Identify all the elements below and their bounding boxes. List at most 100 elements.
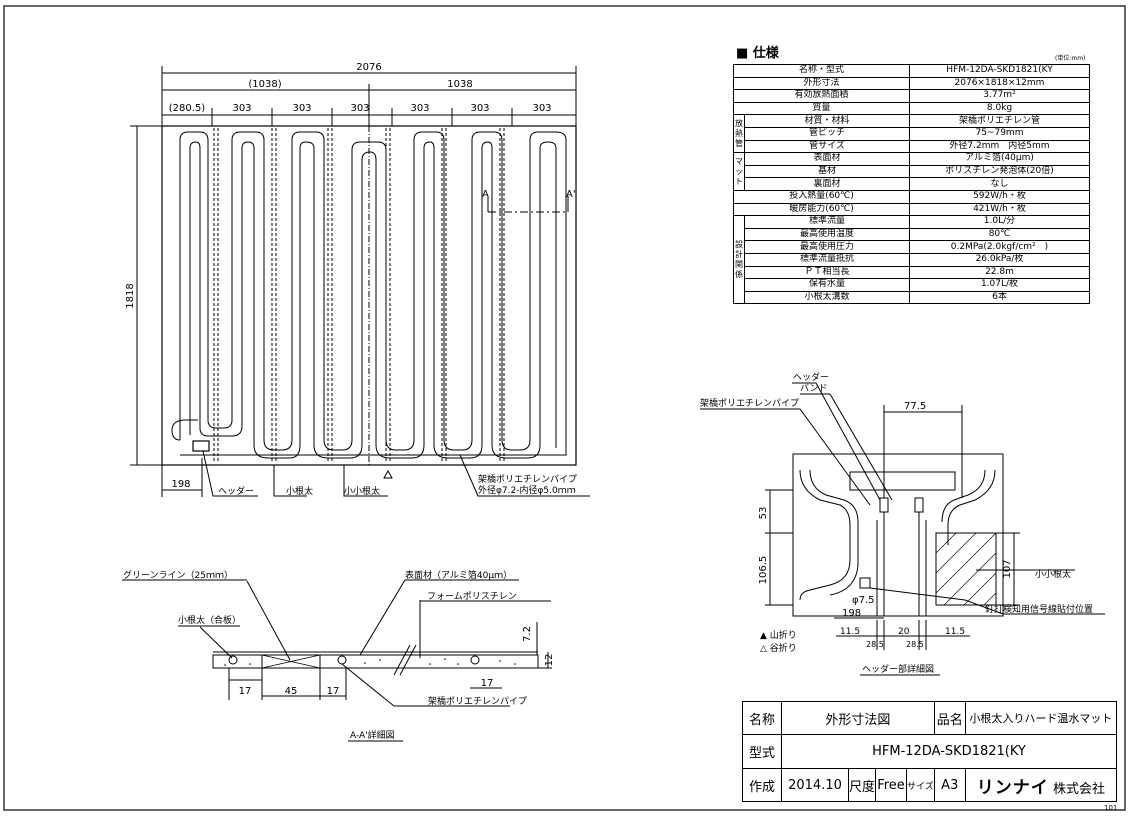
spec-value: 75~79mm — [908, 126, 1091, 141]
header-box — [192, 440, 210, 452]
title-company: リンナイ 株式会社 — [964, 768, 1118, 802]
spec-label: 管ピッチ — [744, 126, 910, 141]
spec-row: 管サイズ外径7.2mm 内径5mm — [734, 139, 1091, 154]
pipe-cross-section-1 — [228, 655, 238, 665]
spec-value: 架橋ポリエチレン管 — [908, 114, 1091, 128]
legend-valley-fold: △ 谷折り — [760, 642, 797, 654]
pipe-cross-section-3 — [470, 655, 480, 665]
dim-17-c: 17 — [481, 678, 494, 689]
spec-value: 3.77m² — [908, 89, 1091, 103]
dim-106-5: 106.5 — [758, 556, 769, 585]
dim-303-e: 303 — [470, 103, 489, 114]
caption-header-detail: ヘッダー部詳細図 — [862, 663, 934, 675]
spec-value: 22.8m — [908, 265, 1091, 280]
dim-17-a: 17 — [239, 686, 252, 697]
label-nail-signal: 釘打検知用信号線貼付位置 — [985, 603, 1093, 615]
section-view — [122, 579, 552, 742]
label-section-pipe: 架橋ポリエチレンパイプ — [428, 695, 527, 707]
spec-label: 保有水量 — [744, 278, 910, 292]
title-model-value: HFM-12DA-SKD1821(KY — [781, 734, 1117, 769]
drawing-frame — [3, 5, 1126, 811]
header-manifold — [849, 471, 956, 491]
label-surface: 表面材（アルミ箔40μｍ） — [405, 569, 512, 581]
band-right — [914, 497, 924, 513]
dim-12: 12 — [544, 654, 555, 667]
dim-280-5-ref: (280.5) — [169, 103, 206, 114]
spec-value: 6本 — [908, 290, 1091, 305]
spec-label: 管サイズ — [744, 139, 910, 154]
title-name-value: 外形寸法図 — [781, 701, 935, 735]
spec-label: ＰＴ相当長 — [744, 265, 910, 280]
header-detail-view — [700, 382, 1105, 676]
title-block: 名称 外形寸法図 品名 小根太入りハード温水マット 型式 HFM-12DA-SK… — [742, 701, 1118, 802]
dim-1818: 1818 — [125, 283, 136, 308]
dim-28-5-b: 28.5 — [906, 640, 924, 649]
spec-value: アルミ箔(40μm) — [908, 152, 1091, 166]
label-pipe: 架橋ポリエチレンパイプ — [478, 473, 577, 485]
title-scale-value: Free — [875, 768, 908, 802]
leader-konedai — [273, 465, 307, 497]
spec-value: ポリスチレン発泡体(20倍) — [908, 164, 1091, 179]
spec-row: 暖房能力(60℃)421W/h・枚 — [733, 202, 1091, 217]
label-green-line: グリーンライン（25ｍｍ） — [123, 569, 233, 581]
spec-label: 最高使用圧力 — [744, 240, 910, 254]
spec-value: 80℃ — [908, 227, 1091, 242]
dim-11-5-a: 11.5 — [840, 627, 860, 637]
label-pipe-size: 外径φ7.2-内径φ5.0ｍｍ — [478, 484, 576, 496]
leader-header — [202, 450, 258, 497]
konedai-lines — [213, 128, 505, 463]
spec-value: 外径7.2mm 内径5mm — [908, 139, 1091, 154]
spec-unit: (単位:mm) — [1055, 55, 1086, 62]
label-konedai-board: 小根太（合板） — [178, 614, 241, 626]
title-made-value: 2014.10 — [781, 768, 849, 802]
title-size-value: A3 — [933, 768, 966, 802]
label-band: バンド — [800, 383, 827, 394]
spec-value: HFM-12DA-SKD1821(KY — [908, 64, 1091, 78]
spec-row: 放熱管材質・材料架橋ポリエチレン管 — [733, 114, 1091, 154]
spec-label: 外形寸法 — [733, 76, 910, 91]
label-foam: フォームポリスチレン — [427, 591, 517, 602]
spec-heading: ■ 仕様 — [736, 46, 779, 61]
spec-label: 裏面材 — [744, 177, 910, 191]
spec-label: 小根太溝数 — [744, 290, 910, 305]
title-scale-label: 尺度 — [847, 768, 877, 802]
dim-28-5-a: 28.5 — [866, 640, 884, 649]
title-product-label: 品名 — [933, 701, 966, 735]
label-header: ヘッダー — [218, 485, 254, 497]
dim-11-5-b: 11.5 — [945, 627, 965, 637]
dim-198: 198 — [171, 479, 190, 490]
label-detail-koko: 小小根太 — [1035, 568, 1071, 580]
corner-code: 101 — [1104, 804, 1118, 812]
dim-17-b: 17 — [327, 686, 340, 697]
dim-1038-ref: (1038) — [248, 79, 281, 90]
title-size-label: サイズ — [906, 768, 935, 802]
legend-mountain-fold: ▲ 山折り — [760, 629, 797, 641]
title-product-value: 小根太入りハード温水マット — [964, 701, 1118, 735]
dim-303-a: 303 — [232, 103, 251, 114]
brand-logo: リンナイ — [976, 777, 1049, 798]
label-konedai: 小根太 — [286, 485, 313, 497]
spec-label: 標準流量 — [744, 215, 910, 229]
signal-marker — [859, 577, 871, 589]
label-detail-header: ヘッダー — [793, 371, 829, 383]
caption-section: A-A'詳細図 — [350, 729, 395, 741]
koko-konedai-block — [935, 532, 997, 606]
spec-value: 0.2MPa(2.0kgf/cm² ) — [908, 240, 1091, 254]
dim-2076: 2076 — [356, 62, 381, 73]
spec-value: 1.0L/分 — [908, 215, 1091, 229]
title-model-label: 型式 — [742, 734, 782, 769]
dim-1038: 1038 — [447, 79, 472, 90]
dim-53: 53 — [758, 507, 769, 520]
label-koko-konedai: 小小根太 — [344, 485, 380, 497]
spec-value: 1.07L/枚 — [908, 278, 1091, 292]
dim-phi-7-5: φ7.5 — [852, 595, 875, 606]
spec-group-mat: マット — [733, 152, 745, 191]
dim-303-c: 303 — [350, 103, 369, 114]
